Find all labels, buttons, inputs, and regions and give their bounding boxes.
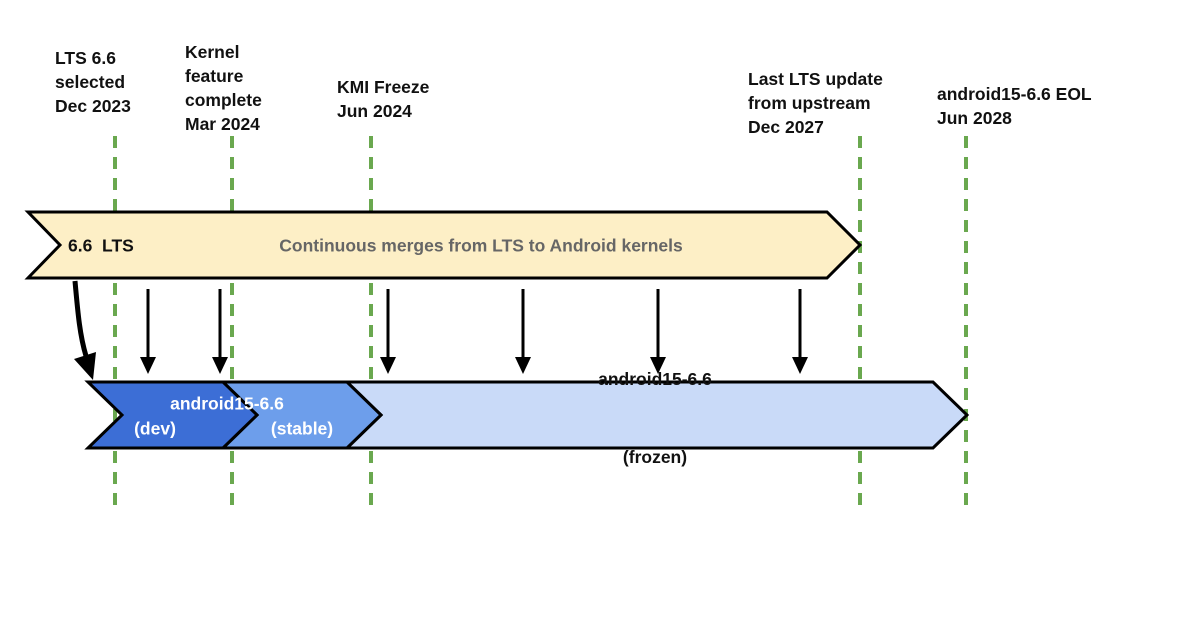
- lts-banner-shape: [24, 210, 863, 280]
- dev-segment: [84, 380, 260, 450]
- stable-segment-label: (stable): [270, 418, 334, 439]
- frozen-segment-label: android15-6.6 (frozen): [598, 314, 712, 522]
- merge-arrow-1: [140, 289, 156, 374]
- dev-segment-label: (dev): [134, 418, 176, 439]
- frozen-branch-name: android15-6.6: [598, 369, 712, 389]
- milestone-label-feature-complete: Kernel feature complete Mar 2024: [185, 42, 262, 134]
- merge-arrow-2: [212, 289, 228, 374]
- milestone-label-lts-selected: LTS 6.6 selected Dec 2023: [55, 48, 131, 116]
- milestone-label-kmi-freeze: KMI Freeze Jun 2024: [337, 77, 430, 121]
- branch-name-label: android15-6.6: [170, 393, 284, 414]
- milestone-label-eol: android15-6.6 EOL Jun 2028: [937, 84, 1092, 128]
- merge-arrow-5: [650, 289, 666, 374]
- merge-arrow-6: [792, 289, 808, 374]
- lts-banner-description: Continuous merges from LTS to Android ke…: [279, 235, 683, 256]
- merge-arrow-4: [515, 289, 531, 374]
- frozen-state-label: (frozen): [622, 447, 688, 467]
- milestone-label-last-lts-update: Last LTS update from upstream Dec 2027: [748, 69, 883, 137]
- merge-arrows: [140, 289, 808, 374]
- lts-version-tag: 6.6 LTS: [68, 235, 134, 256]
- branch-creation-arrow: [72, 280, 96, 380]
- merge-arrow-3: [380, 289, 396, 374]
